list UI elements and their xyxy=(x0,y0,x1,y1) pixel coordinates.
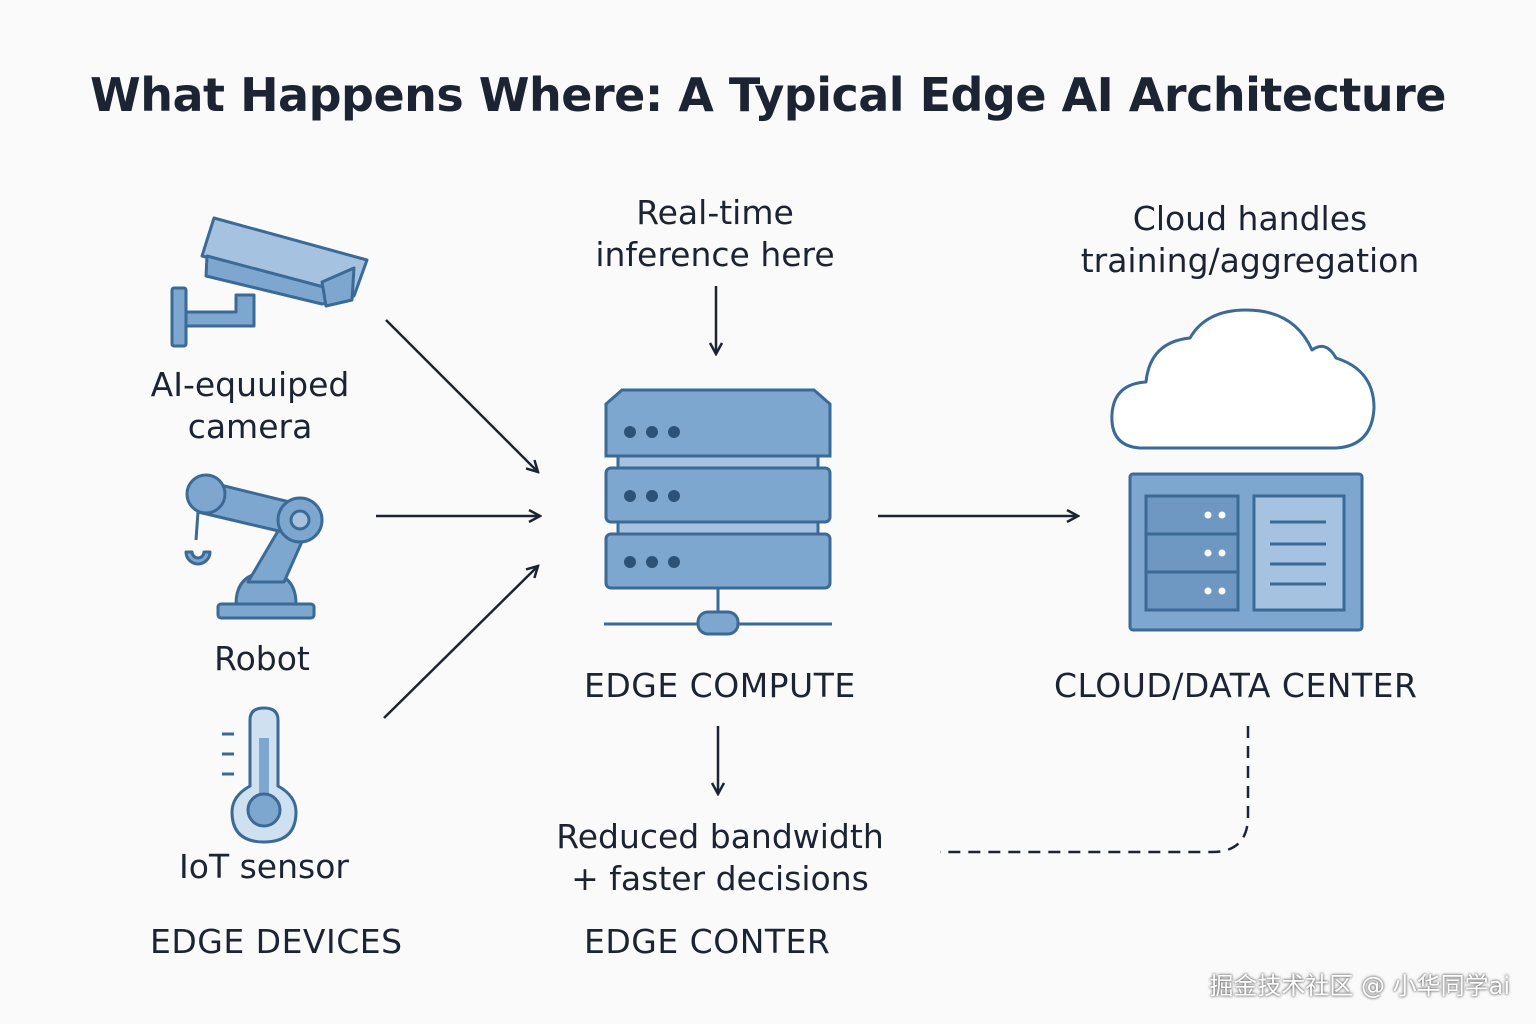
inference-note: Real-time inference here xyxy=(595,193,835,274)
bandwidth-note: Reduced bandwidth + faster decisions xyxy=(556,817,884,898)
cloud-data-center-label: CLOUD/DATA CENTER xyxy=(1054,666,1418,705)
sensor-to-edge-arrow xyxy=(383,566,538,719)
camera-label: AI-equuiped camera xyxy=(150,365,350,446)
watermark: 掘金技术社区 @ 小华同学ai xyxy=(1209,972,1510,1000)
server-stack-icon xyxy=(604,388,832,636)
camera-icon xyxy=(170,216,369,348)
diagram-title: What Happens Where: A Typical Edge AI Ar… xyxy=(90,68,1446,122)
edge-center-section-label: EDGE CONTER xyxy=(584,922,831,961)
edge-compute-label: EDGE COMPUTE xyxy=(584,666,856,705)
camera-to-edge-arrow xyxy=(385,319,538,472)
edge-devices-section-label: EDGE DEVICES xyxy=(150,922,403,961)
cloud-note: Cloud handles training/aggregation xyxy=(1080,199,1420,280)
robot-label: Robot xyxy=(214,639,310,678)
thermometer-icon xyxy=(222,706,298,844)
sensor-label: IoT sensor xyxy=(179,847,349,886)
cloud-icon xyxy=(1110,308,1376,450)
cloud-feedback-dashed-line xyxy=(940,726,1250,854)
robot-arm-icon xyxy=(184,473,324,620)
data-center-icon xyxy=(1128,472,1364,632)
